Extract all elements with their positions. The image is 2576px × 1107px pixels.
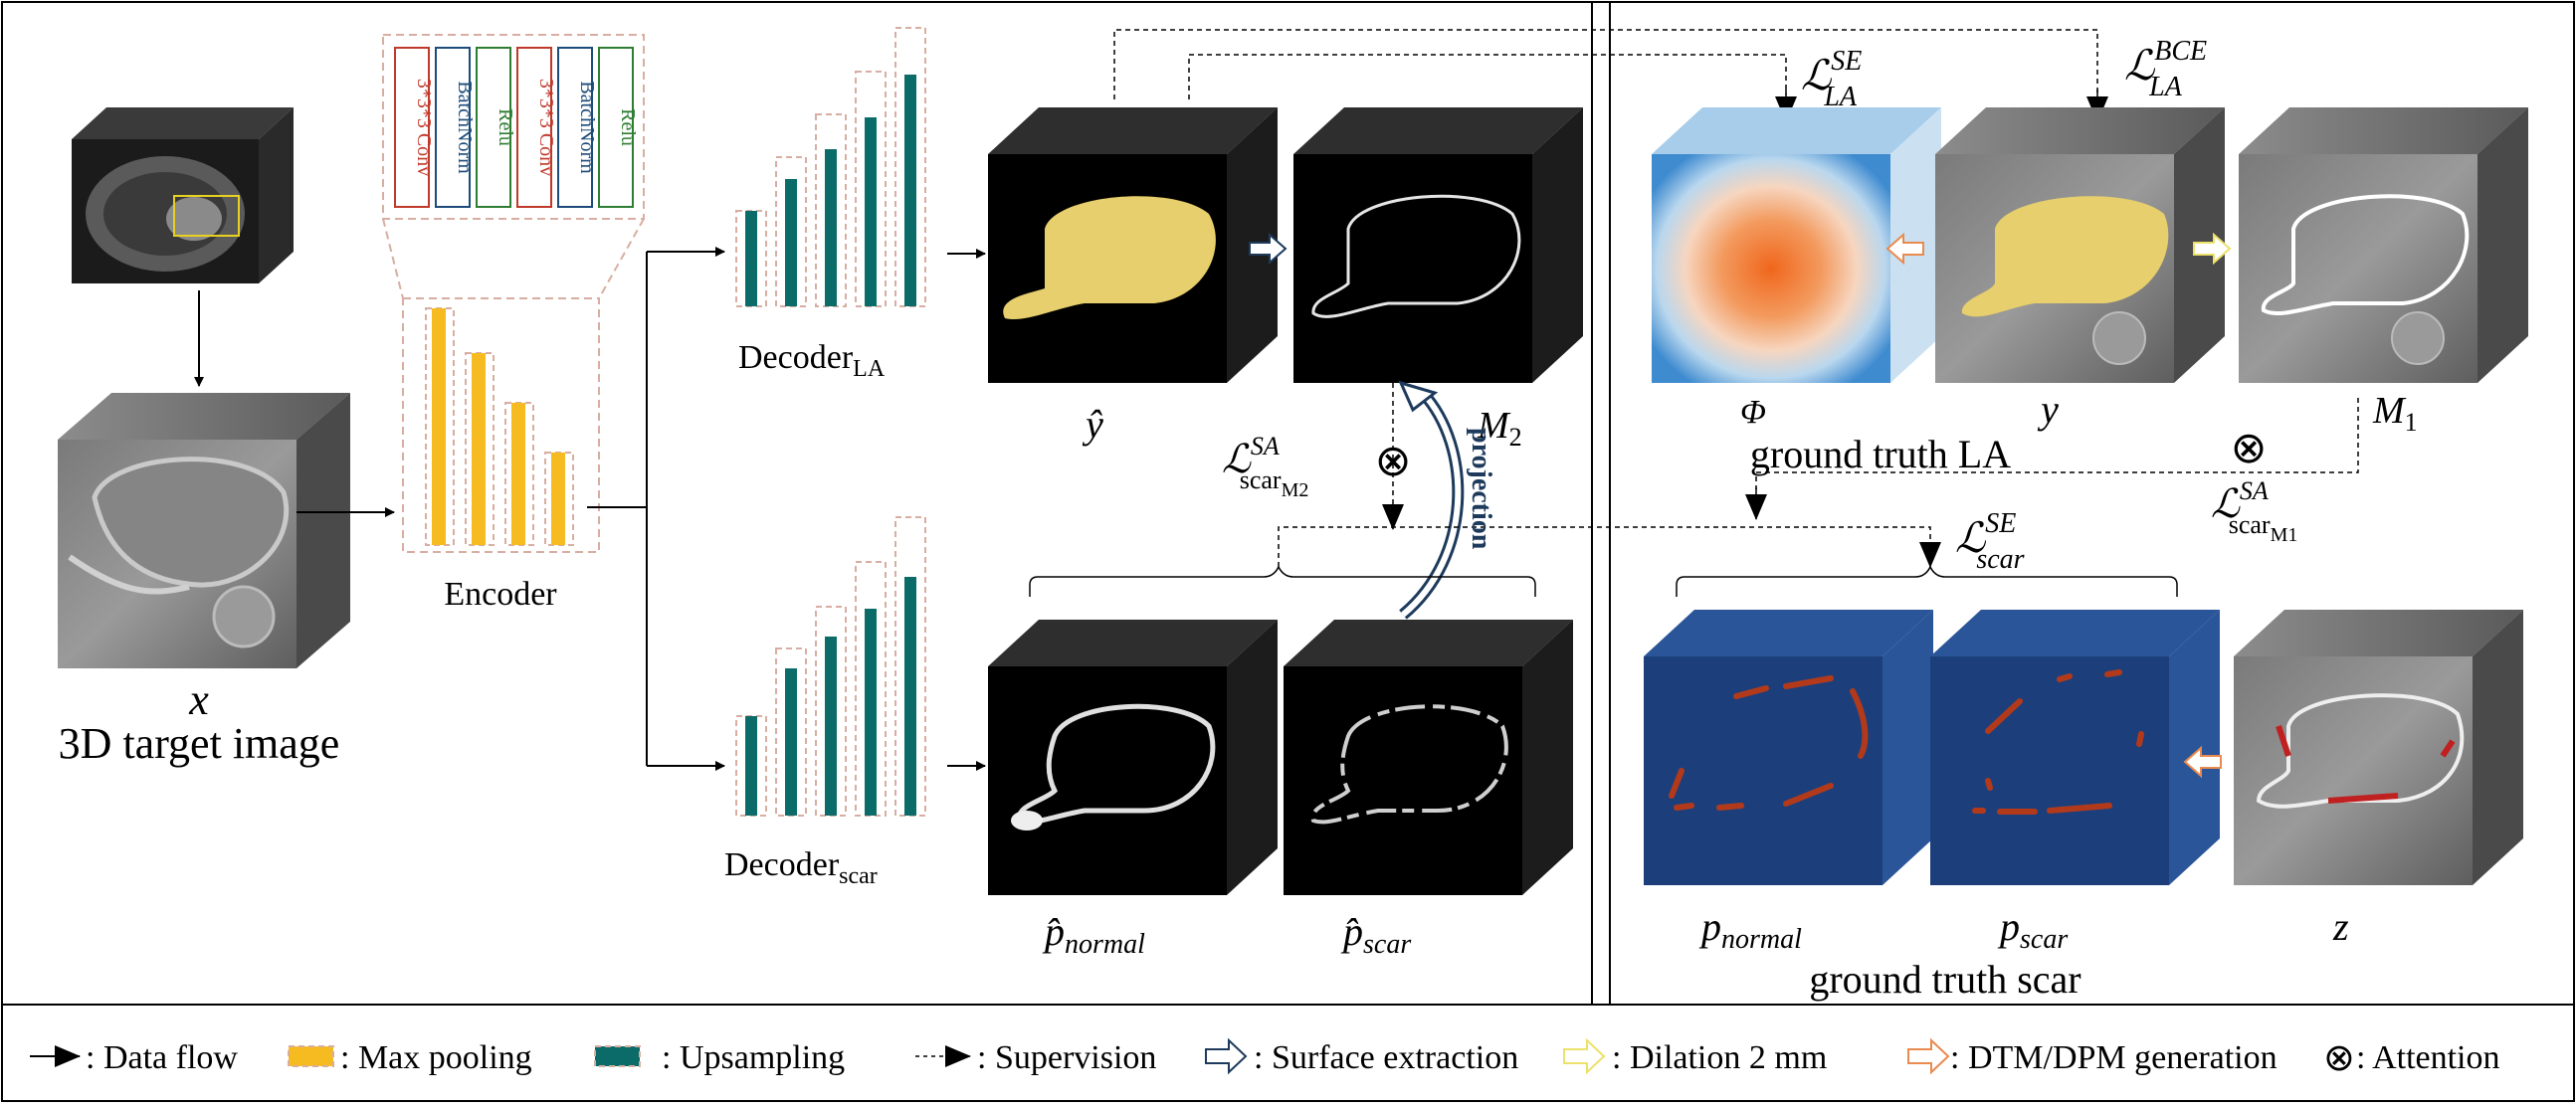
label-x: x (188, 675, 209, 724)
decoder-upsample-bar (865, 609, 877, 816)
conv-cell (516, 47, 552, 208)
conv-cell-label: BatchNorm (576, 81, 598, 174)
conv-cell-label: Relu (617, 108, 639, 146)
conv-block: 3*3*3 Conv BatchNorm Relu 3*3*3 Conv BatchNo… (382, 34, 645, 220)
encoder-pool-bar (511, 403, 525, 545)
cube-y (1935, 107, 2225, 383)
label-projection: projection (1466, 428, 1496, 550)
legend-dilation-arrow (1563, 1037, 1606, 1075)
decoder-bar-outline (815, 113, 847, 307)
decoder-upsample-bar (904, 75, 916, 306)
encoder-pool-bar (551, 453, 565, 545)
label-ground-truth-scar: ground truth scar (1809, 957, 2081, 1002)
conv-cell (476, 47, 511, 208)
cube-z (2234, 610, 2523, 885)
conv-cell (435, 47, 471, 208)
conv-cell-label: Relu (495, 108, 516, 146)
legend-dtm: : DTM/DPM generation (1950, 1039, 2278, 1076)
legend-dtm-arrow (1907, 1037, 1950, 1075)
conv-cell (557, 47, 593, 208)
cube-m2 (1293, 107, 1583, 383)
decoder-upsample-bar (785, 668, 797, 816)
surface-extraction-arrow (1249, 232, 1288, 266)
decoder-upsample-bar (745, 716, 757, 816)
conv-cell (598, 47, 634, 208)
legend-surface-extraction: : Surface extraction (1254, 1039, 1518, 1076)
encoder-pool-bar (472, 353, 486, 545)
cube-p-scar (1930, 610, 2220, 885)
dtm-arrow-la (1885, 232, 1924, 266)
input-volume-x (58, 393, 350, 668)
label-decoder-scar: Decoderscar (724, 846, 878, 889)
encoder-pool-bar (432, 308, 446, 545)
cube-p-normal-hat (988, 620, 1278, 895)
attention-symbol-m2: ⊗ (1375, 437, 1412, 485)
decoder-upsample-bar (785, 179, 797, 306)
cube-y-hat (988, 107, 1278, 383)
decoder-upsample-bar (745, 211, 757, 306)
projection-arrow (1398, 380, 1465, 620)
legend-supervision: : Supervision (977, 1039, 1156, 1076)
label-y-hat: ŷ (1082, 402, 1103, 447)
cube-p-scar-hat (1284, 620, 1573, 895)
label-p-scar-hat: p̂scar (1340, 909, 1411, 960)
decoder-upsample-bar (904, 577, 916, 816)
conv-cell (394, 47, 430, 208)
decoder-upsample-bar (865, 117, 877, 306)
label-p-scar: pscar (1997, 904, 2068, 955)
legend-dilation: : Dilation 2 mm (1612, 1039, 1827, 1076)
decoder-upsample-bar (825, 637, 837, 816)
legend: : Data flow : Max pooling : Upsampling :… (30, 1037, 2500, 1079)
label-m2: M2 (1477, 405, 1522, 452)
label-z: z (2332, 904, 2349, 949)
label-y: y (2037, 387, 2059, 432)
cube-m1 (2239, 107, 2528, 383)
legend-upsample-swatch (594, 1045, 641, 1067)
label-decoder-la: DecoderLA (738, 339, 886, 382)
legend-upsampling: : Upsampling (662, 1039, 845, 1076)
attention-symbol-m1: ⊗ (2231, 424, 2268, 472)
conv-cell-label: 3*3*3 Conv (535, 79, 557, 176)
legend-attention: : Attention (2356, 1039, 2500, 1076)
label-p-normal-hat: p̂normal (1042, 909, 1145, 960)
label-phi: Φ (1740, 394, 1766, 431)
axial-thumbnail (72, 107, 294, 283)
dtm-arrow-scar (2183, 745, 2222, 779)
legend-max-pooling: : Max pooling (340, 1039, 532, 1076)
legend-attention-symbol: ⊗ (2323, 1037, 2355, 1079)
legend-pool-swatch (288, 1045, 334, 1067)
label-p-normal: pnormal (1698, 904, 1802, 955)
dilation-arrow (2193, 232, 2232, 266)
conv-cell-label: BatchNorm (454, 81, 476, 174)
label-3d-target-image: 3D target image (59, 719, 340, 768)
cube-p-normal (1644, 610, 1933, 885)
legend-surface-arrow (1205, 1037, 1248, 1075)
legend-data-flow: : Data flow (86, 1039, 238, 1076)
conv-cell-label: 3*3*3 Conv (413, 79, 435, 176)
decoder-upsample-bar (825, 149, 837, 306)
label-encoder: Encoder (444, 576, 557, 613)
label-m1: M1 (2372, 390, 2418, 437)
label-ground-truth-la: ground truth LA (1750, 432, 2011, 476)
